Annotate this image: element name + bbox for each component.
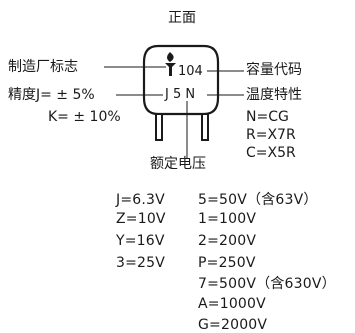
voltage-code-a: A=1000V [198, 296, 266, 312]
voltage-code-5: 5=50V（含63V） [198, 192, 318, 208]
voltage-code-p: P=250V [198, 255, 256, 271]
tolerance-temp-marking: J 5 N [163, 87, 198, 102]
voltage-code-j: J=6.3V [116, 192, 165, 208]
voltage-code-1: 1=100V [198, 211, 257, 227]
tolerance-k-label: K= ± 10% [48, 109, 121, 125]
temp-characteristic-label: 温度特性 [246, 87, 302, 103]
temp-code-cg: N=CG [246, 109, 289, 125]
capacitor-body [142, 44, 220, 116]
capacity-marking: 104 [178, 64, 203, 79]
capacitor-lead-left [155, 113, 163, 141]
diagram-title: 正面 [168, 10, 196, 26]
temp-code-x7r: R=X7R [246, 127, 296, 143]
manufacturer-logo-icon [165, 52, 176, 76]
rated-voltage-label: 额定电压 [150, 156, 206, 172]
voltage-code-3: 3=25V [116, 255, 166, 271]
voltage-code-7: 7=500V（含630V） [198, 276, 336, 292]
voltage-code-g: G=2000V [198, 317, 268, 333]
voltage-code-2: 2=200V [198, 233, 257, 249]
capacitor-lead-right [201, 113, 209, 141]
temp-code-x5r: C=X5R [246, 145, 296, 161]
voltage-code-y: Y=16V [116, 233, 165, 249]
voltage-code-z: Z=10V [116, 211, 166, 227]
manufacturer-mark-label: 制造厂标志 [8, 59, 78, 75]
capacity-code-label: 容量代码 [246, 62, 302, 78]
tolerance-j-label: 精度J= ± 5% [8, 87, 95, 103]
